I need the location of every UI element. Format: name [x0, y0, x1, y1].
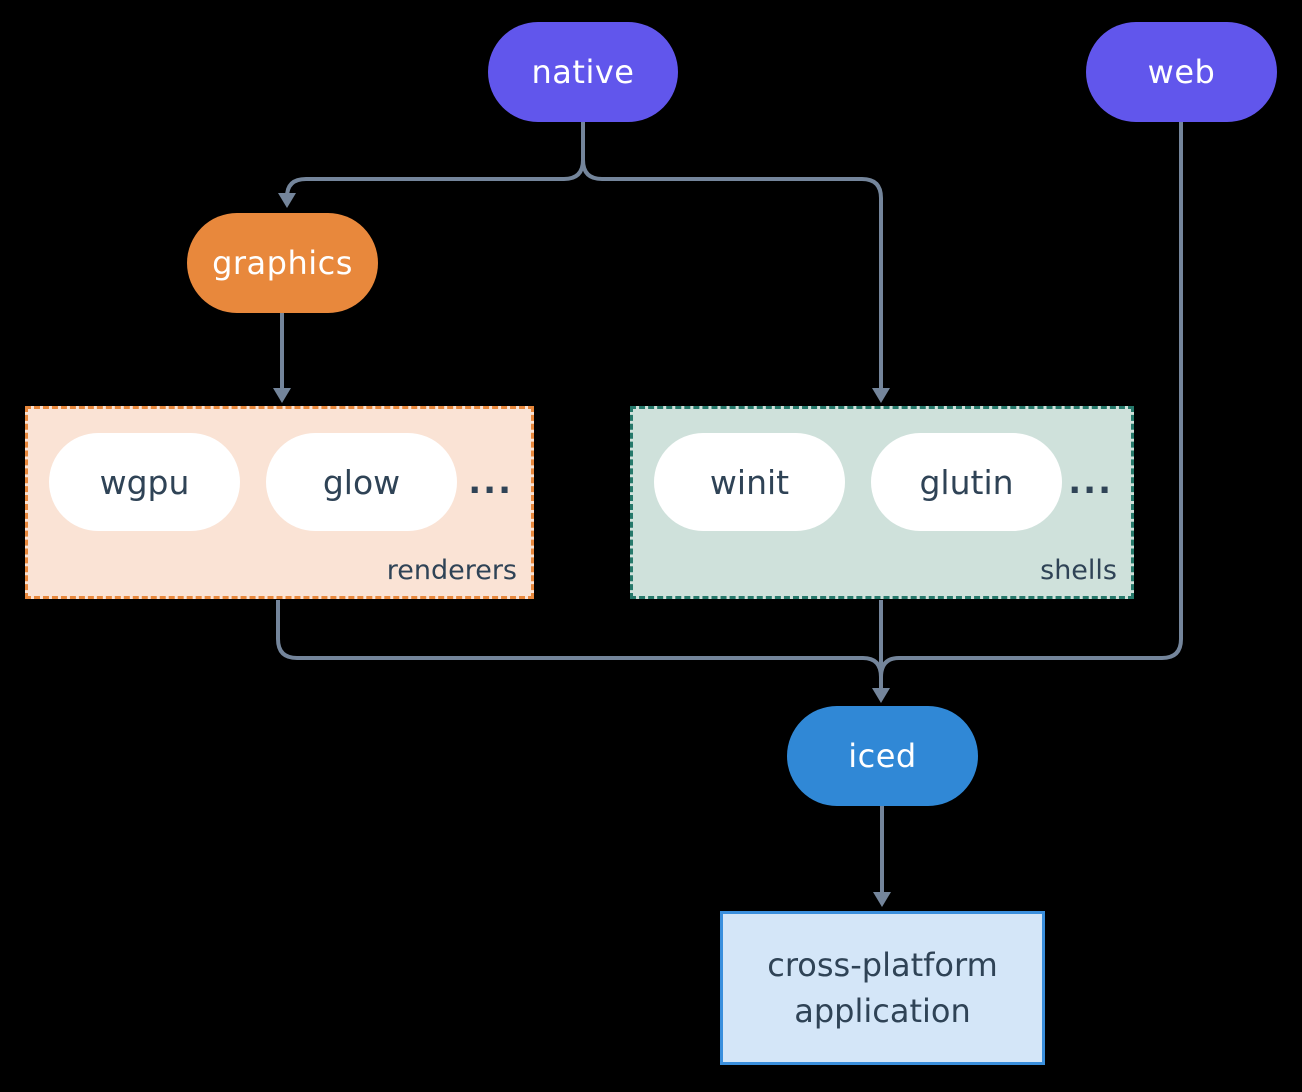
arrowhead-iced: [872, 688, 890, 703]
edge-web-junction: [879, 122, 1183, 678]
edge-native-split-right: [581, 159, 883, 390]
node-iced: iced: [787, 706, 978, 806]
node-graphics-label: graphics: [212, 244, 353, 282]
edge-renderers-junction: [276, 600, 883, 678]
renderers-group-label: renderers: [386, 555, 517, 586]
arrowhead-renderers: [273, 388, 291, 403]
node-wgpu-label: wgpu: [99, 462, 190, 502]
node-winit: winit: [654, 433, 845, 531]
node-glow: glow: [266, 433, 457, 531]
node-web-label: web: [1147, 53, 1216, 91]
node-iced-label: iced: [848, 737, 917, 775]
group-shells: winit glutin ... shells: [630, 406, 1134, 599]
node-wgpu: wgpu: [49, 433, 240, 531]
shells-ellipsis: ...: [1068, 462, 1113, 502]
node-winit-label: winit: [709, 462, 790, 502]
node-glutin: glutin: [871, 433, 1062, 531]
node-glow-label: glow: [322, 462, 401, 502]
shells-group-label: shells: [1040, 555, 1117, 586]
renderers-ellipsis: ...: [468, 462, 513, 502]
arrowhead-application: [873, 892, 891, 907]
app-label-line2: application: [794, 992, 971, 1030]
arrowhead-graphics: [278, 193, 296, 208]
node-native: native: [488, 22, 678, 122]
node-glutin-label: glutin: [919, 462, 1014, 502]
node-graphics: graphics: [187, 213, 378, 313]
group-renderers: wgpu glow ... renderers: [25, 406, 534, 599]
node-native-label: native: [531, 53, 635, 91]
node-web: web: [1086, 22, 1277, 122]
node-cross-platform-application: cross-platform application: [720, 911, 1045, 1065]
arrowhead-shells: [872, 388, 890, 403]
edge-native-split-left: [285, 122, 585, 198]
app-label-line1: cross-platform: [767, 945, 998, 984]
